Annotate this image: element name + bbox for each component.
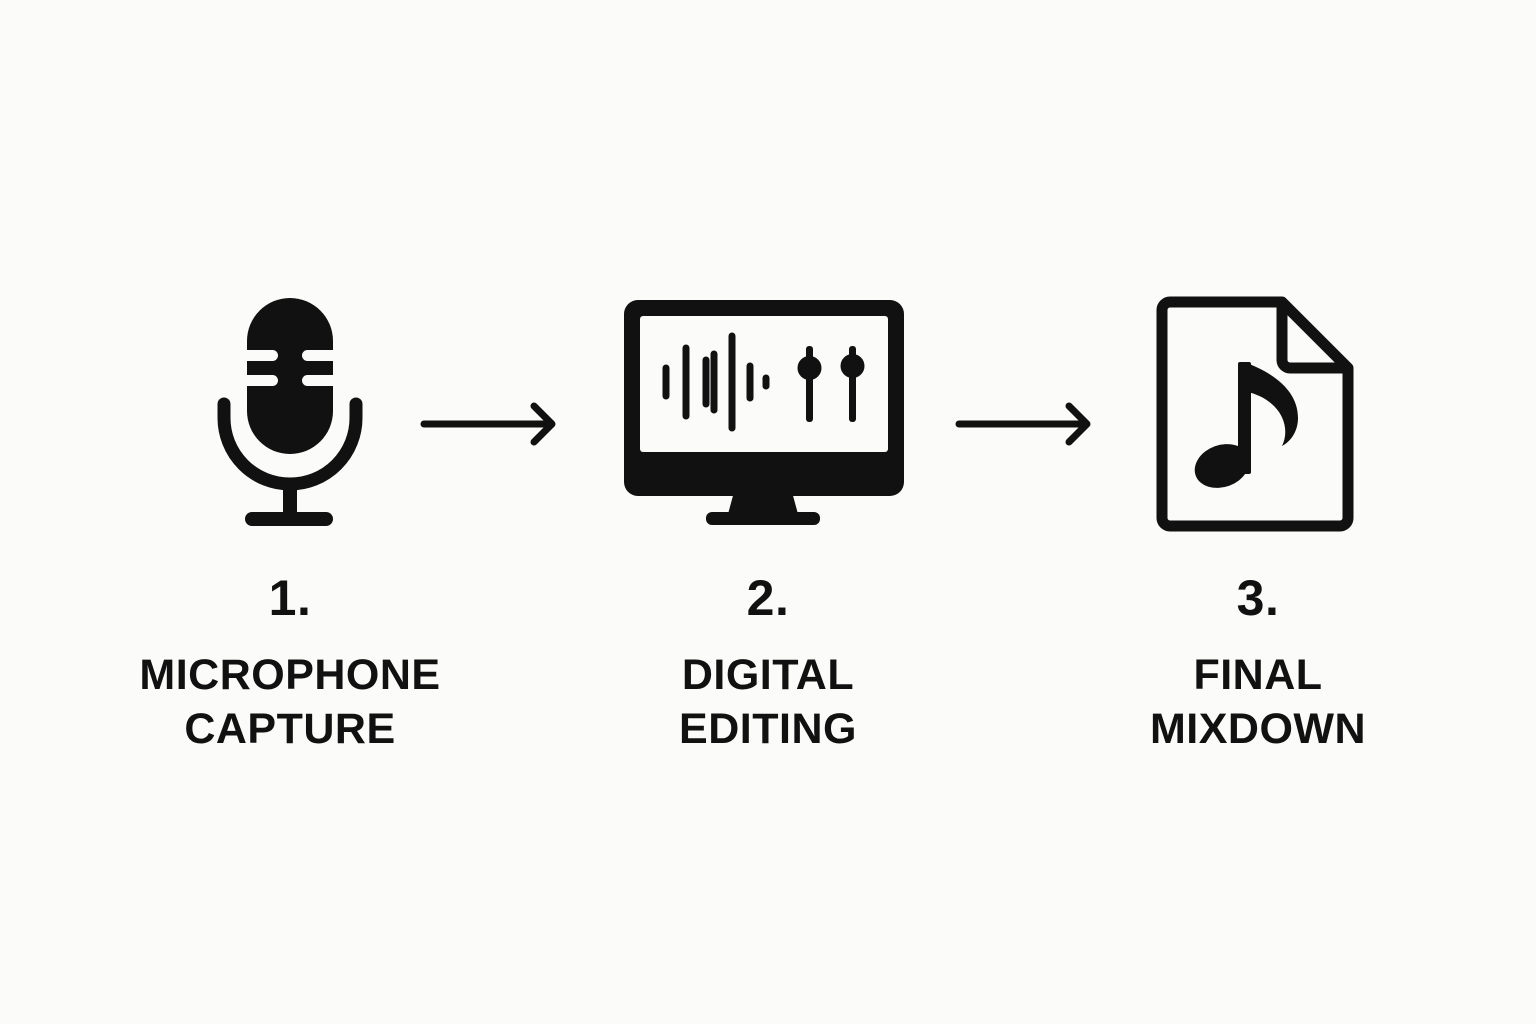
step-number: 2. [746,570,790,626]
monitor-waveform-icon [620,296,910,531]
microphone-icon [210,290,370,540]
step-2-label: 2. DIGITAL EDITING [558,570,978,756]
step-title: DIGITAL EDITING [679,651,857,753]
step-3-label: 3. FINAL MIXDOWN [1048,570,1468,756]
step-number: 1. [268,570,312,626]
step-number: 3. [1236,570,1280,626]
step-title: MICROPHONE CAPTURE [139,651,441,753]
step-1-label: 1. MICROPHONE CAPTURE [80,570,500,756]
arrow-right-icon [418,400,563,453]
step-title: FINAL MIXDOWN [1149,651,1367,753]
music-file-icon [1152,294,1357,534]
arrow-right-icon [953,400,1098,453]
